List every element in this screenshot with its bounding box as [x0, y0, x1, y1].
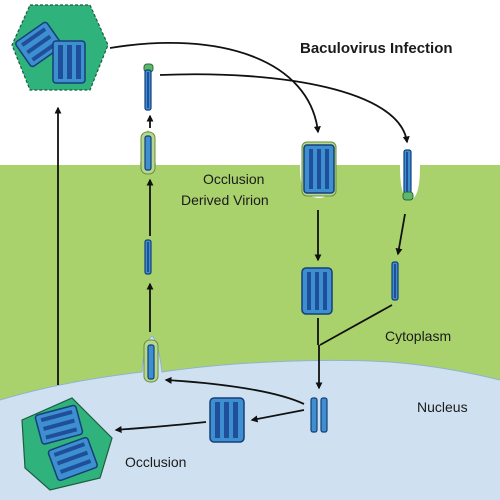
- label-nucleus: Nucleus: [417, 399, 468, 415]
- arrow-to-occlusion: [114, 421, 207, 434]
- enveloped-virion-cytoplasm: [301, 267, 333, 315]
- label-cytoplasm: Cytoplasm: [385, 328, 452, 344]
- bottom-occlusion-body: [21, 397, 113, 491]
- budded-virion-top: [143, 63, 154, 111]
- arrow-top-to-entry: [109, 42, 321, 134]
- connector-lines: [317, 304, 393, 346]
- nuclear-membrane: [0, 335, 500, 401]
- arrow-budded-to-entry: [159, 73, 410, 144]
- nucleocapsid-cytoplasm: [391, 261, 399, 301]
- top-occlusion-body: [11, 4, 109, 91]
- virion-exiting-nucleus: [143, 339, 159, 383]
- diagram-title: Baculovirus Infection: [300, 40, 453, 57]
- arrow-nucleus-to-virion: [164, 376, 305, 405]
- budding-virion-membrane: [140, 131, 156, 175]
- arrow-nucleus-to-occlusion-virion: [250, 409, 305, 423]
- enveloped-virion-entering: [301, 141, 337, 197]
- label-occlusion: Occlusion: [125, 454, 187, 470]
- budded-virion-entering: [402, 149, 414, 201]
- label-occlusion-derived-virion-line1: Occlusion: [203, 171, 265, 187]
- virion-in-transit: [144, 239, 152, 275]
- nucleus-region: [0, 336, 500, 500]
- label-occlusion-derived-virion-line2: Derived Virion: [181, 192, 269, 208]
- arrow-budded-down: [395, 213, 406, 256]
- nucleocapsids-at-nucleus: [310, 397, 328, 433]
- virion-in-nucleus: [209, 397, 245, 443]
